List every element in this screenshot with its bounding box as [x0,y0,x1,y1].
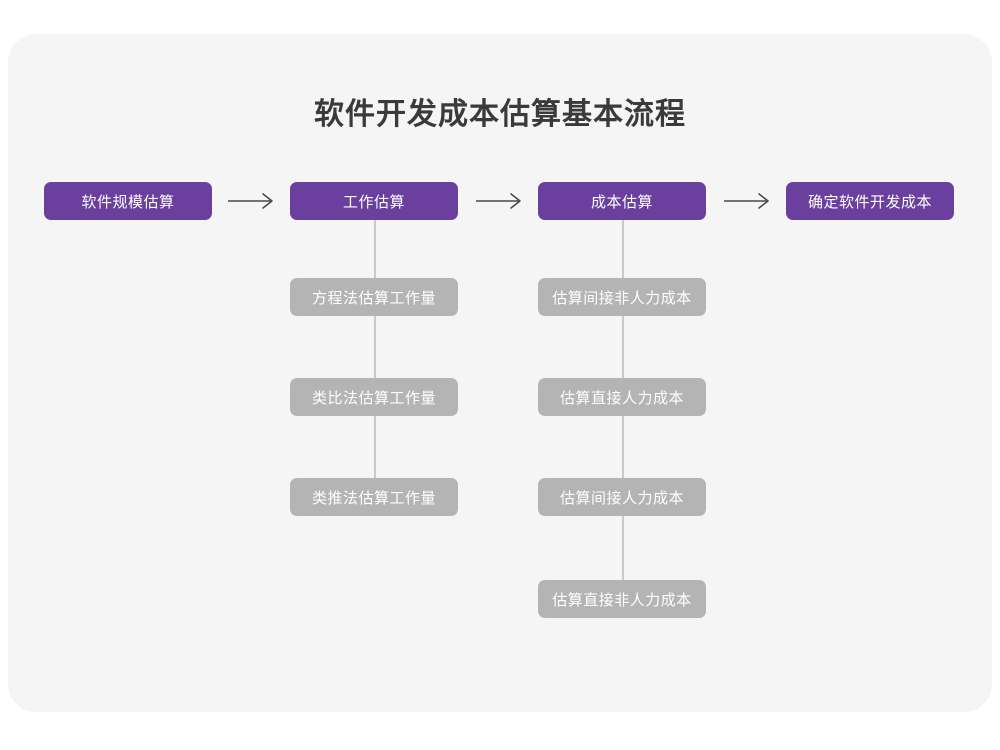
flow-node-cost-4[interactable]: 估算直接非人力成本 [538,580,706,618]
flow-node-label: 工作估算 [342,193,405,211]
page-title: 软件开发成本估算基本流程 [314,98,686,131]
flow-node-step-2[interactable]: 工作估算 [290,182,458,220]
flow-node-label: 估算直接非人力成本 [552,591,692,609]
flow-node-label: 类推法估算工作量 [311,489,436,507]
flow-node-cost-2[interactable]: 估算直接人力成本 [538,378,706,416]
flow-node-work-2[interactable]: 类比法估算工作量 [290,378,458,416]
flow-node-cost-1[interactable]: 估算间接非人力成本 [538,278,706,316]
flow-node-cost-3[interactable]: 估算间接人力成本 [538,478,706,516]
long-right-arrow-icon-3 [720,186,776,216]
flow-node-label: 成本估算 [590,193,653,211]
flow-node-work-3[interactable]: 类推法估算工作量 [290,478,458,516]
flow-node-label: 确定软件开发成本 [807,193,932,211]
connector-line-work-branch [374,219,376,499]
flow-node-label: 估算间接非人力成本 [552,289,692,307]
flow-node-label: 方程法估算工作量 [311,289,436,307]
flow-node-label: 估算间接人力成本 [559,489,684,507]
flow-node-step-3[interactable]: 成本估算 [538,182,706,220]
flow-node-work-1[interactable]: 方程法估算工作量 [290,278,458,316]
flow-node-label: 类比法估算工作量 [311,389,436,407]
long-right-arrow-icon-1 [224,186,280,216]
long-right-arrow-icon-2 [472,186,528,216]
flow-node-step-4[interactable]: 确定软件开发成本 [786,182,954,220]
flow-node-label: 软件规模估算 [81,193,175,211]
flow-node-step-1[interactable]: 软件规模估算 [44,182,212,220]
diagram-card-background [8,34,992,712]
flow-node-label: 估算直接人力成本 [559,389,684,407]
